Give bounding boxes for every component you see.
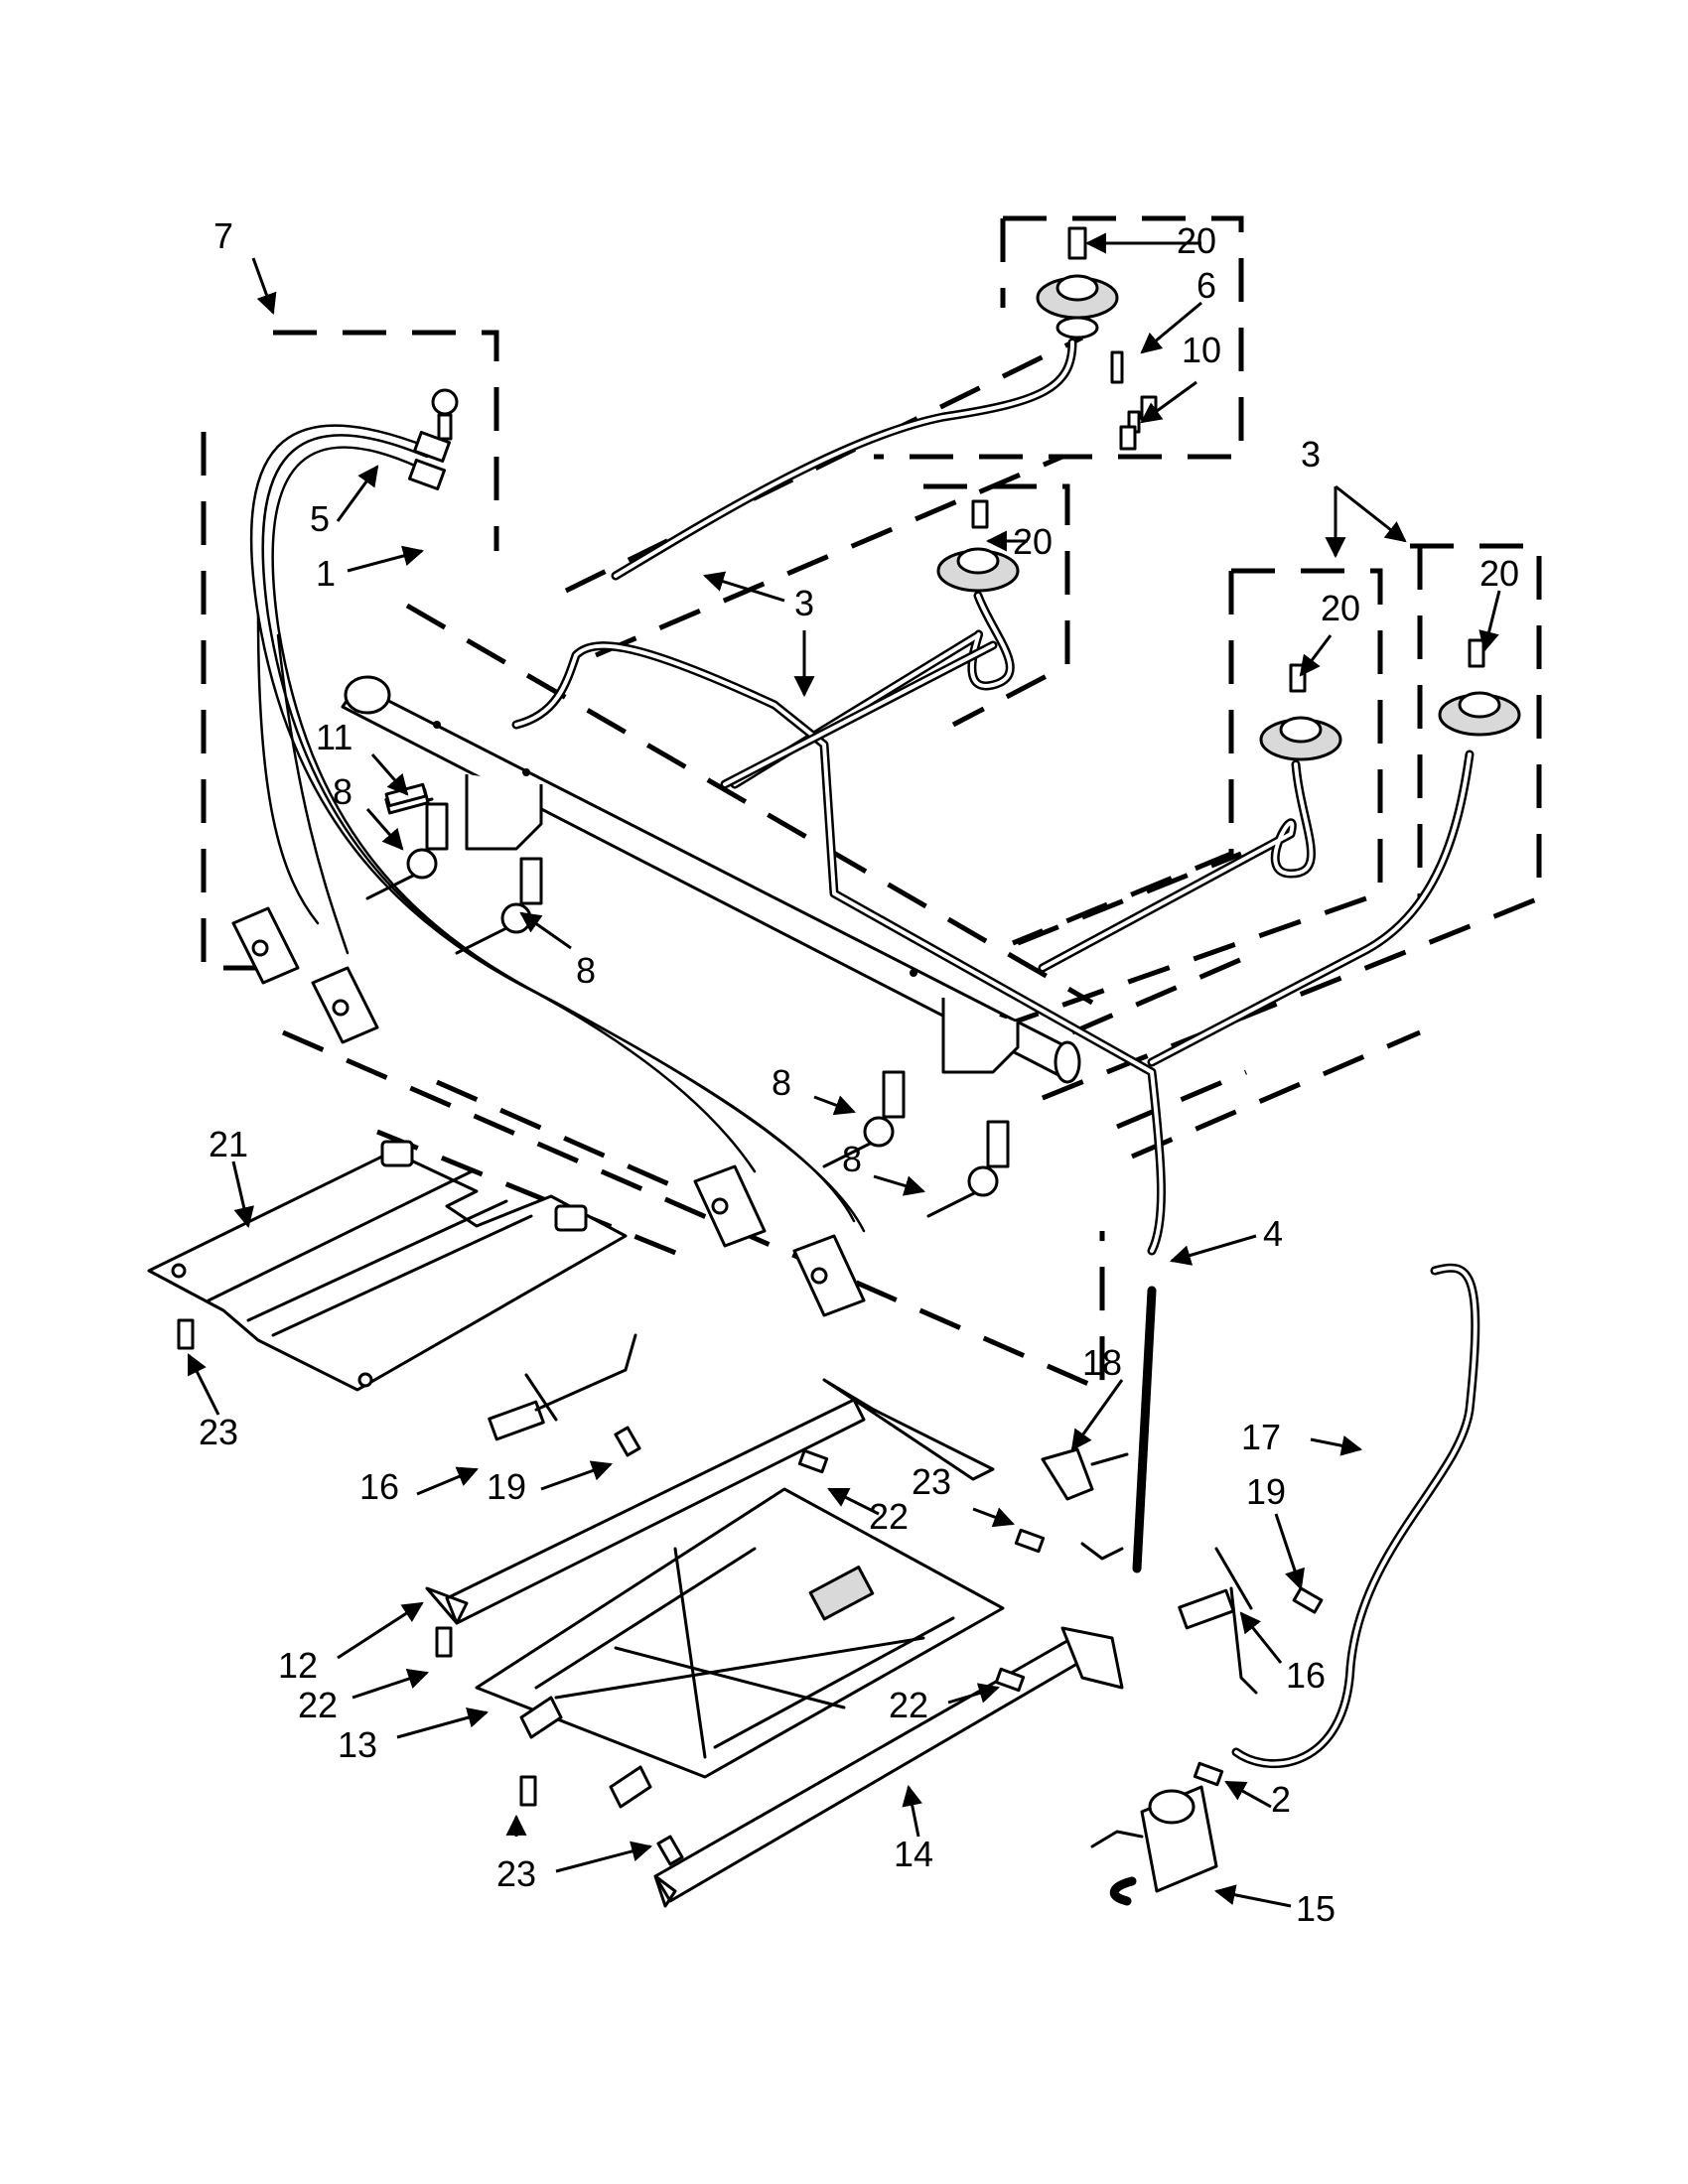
callout-3-a: 3 xyxy=(794,583,814,623)
burner-base-right-1 xyxy=(1038,663,1342,973)
wire-harness xyxy=(231,424,866,1317)
callout-20-d: 20 xyxy=(1479,553,1519,594)
callout-20-c: 20 xyxy=(1321,588,1360,628)
burner-base-top-right xyxy=(611,226,1141,581)
callout-15: 15 xyxy=(1296,1888,1336,1929)
bake-burner xyxy=(653,1626,1124,1908)
callout-14: 14 xyxy=(894,1834,933,1874)
callout-3-b: 3 xyxy=(1301,434,1321,475)
callout-19-a: 19 xyxy=(487,1466,526,1507)
manifold-pipe xyxy=(341,675,1081,1084)
callout-12: 12 xyxy=(278,1645,318,1686)
callout-22-c: 22 xyxy=(889,1685,928,1725)
callout-10: 10 xyxy=(1182,330,1221,370)
broil-burner xyxy=(425,1378,995,1625)
callout-18: 18 xyxy=(1082,1342,1122,1383)
callout-20-a: 20 xyxy=(1177,220,1216,261)
callout-22-a: 22 xyxy=(869,1496,909,1537)
callout-8-c: 8 xyxy=(772,1062,791,1103)
callout-16-a: 16 xyxy=(359,1466,399,1507)
ignitor-lower xyxy=(1178,1547,1258,1695)
callout-19-b: 19 xyxy=(1246,1471,1286,1512)
callout-11: 11 xyxy=(316,717,352,757)
callout-6: 6 xyxy=(1196,265,1216,306)
callout-20-b: 20 xyxy=(1013,521,1053,562)
oven-valve xyxy=(1041,1447,1218,1893)
callout-22-b: 22 xyxy=(298,1685,338,1725)
callout-4: 4 xyxy=(1263,1213,1283,1254)
callout-labels: 7 5 1 11 8 8 8 8 20 6 10 3 3 20 20 20 21… xyxy=(199,215,1519,1929)
baffle-plate xyxy=(475,1487,1005,1809)
callout-5: 5 xyxy=(310,498,330,539)
screws xyxy=(177,388,1324,1866)
callout-8-d: 8 xyxy=(842,1139,862,1179)
callout-23-b: 23 xyxy=(912,1461,951,1502)
burner-base-mid xyxy=(730,499,1020,789)
main-gas-tube xyxy=(1110,1263,1480,1906)
leader-lines xyxy=(187,232,1501,1908)
callout-23-a: 23 xyxy=(199,1412,238,1452)
callout-2: 2 xyxy=(1271,1779,1291,1820)
callout-1: 1 xyxy=(316,553,336,594)
callout-8-a: 8 xyxy=(333,771,352,812)
callout-8-b: 8 xyxy=(576,950,596,991)
callout-16-b: 16 xyxy=(1286,1655,1326,1696)
supply-tubes xyxy=(511,640,1166,1256)
callout-7: 7 xyxy=(213,215,233,256)
ignitor-upper xyxy=(488,1333,637,1441)
heat-shield xyxy=(147,1140,628,1392)
burner-base-right-2 xyxy=(1147,638,1521,1067)
callout-23-c: 23 xyxy=(496,1853,536,1894)
callout-13: 13 xyxy=(338,1724,377,1765)
callout-17: 17 xyxy=(1241,1417,1281,1457)
callout-21: 21 xyxy=(209,1124,248,1164)
